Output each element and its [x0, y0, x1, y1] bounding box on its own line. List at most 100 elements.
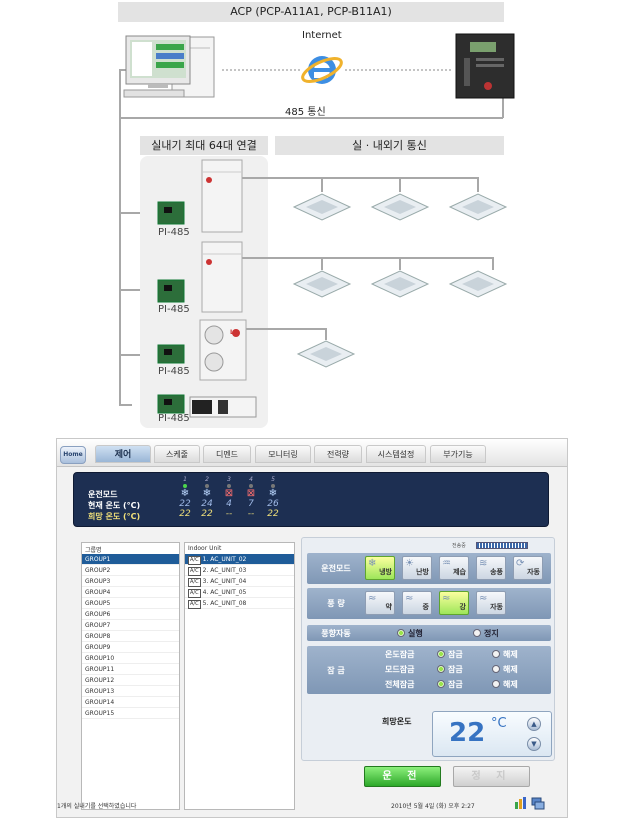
mode-button-label: 자동: [527, 568, 540, 576]
fan-wind-icon: ≈: [442, 593, 451, 604]
outdoor-unit-icon-2: [201, 241, 243, 313]
mode-button-heat[interactable]: ☀난방: [402, 556, 432, 580]
tab-control[interactable]: 제어: [95, 445, 151, 463]
indoor-cassette-icon-3: [448, 193, 508, 221]
tab-system-settings[interactable]: 시스템설정: [366, 445, 426, 463]
cool-mode-icon: ❄: [368, 558, 377, 569]
mode-button-fan[interactable]: ≋송풍: [476, 556, 506, 580]
group-row[interactable]: GROUP4: [82, 587, 179, 598]
temp-down-icon[interactable]: ▼: [527, 737, 541, 751]
lock-off-radio[interactable]: 해제: [492, 664, 518, 675]
fan-button-label: 자동: [490, 603, 503, 611]
power-indicator-icon: [205, 484, 209, 488]
swing-on-radio[interactable]: 실행: [397, 628, 423, 639]
fan-button-mid[interactable]: ≈중: [402, 591, 432, 615]
indoor-cassette-icon-6: [448, 270, 508, 298]
lock-on-radio[interactable]: 잠금: [437, 679, 463, 690]
auto-mode-icon: ⟳: [516, 558, 525, 569]
radio-indicator: [397, 629, 405, 637]
unit-number: 5: [271, 476, 275, 483]
group-row[interactable]: GROUP9: [82, 642, 179, 653]
group-row[interactable]: GROUP11: [82, 664, 179, 675]
mode-button-label: 난방: [416, 568, 429, 576]
tab-schedule[interactable]: 스케줄: [154, 445, 200, 463]
lock-on-radio[interactable]: 잠금: [437, 649, 463, 660]
pi485-label-2: PI-485: [158, 304, 190, 315]
outdoor-unit-fan-icon: [199, 319, 247, 381]
lock-on-label: 잠금: [448, 680, 463, 689]
pi485-board-icon-4: [157, 394, 185, 414]
cooling-snowflake-icon: ❄: [268, 488, 278, 499]
network-icon[interactable]: [531, 796, 545, 810]
home-button[interactable]: Home: [60, 446, 86, 464]
mode-button-auto[interactable]: ⟳자동: [513, 556, 543, 580]
unit-status-3: 3⊠4--: [221, 476, 237, 519]
lock-on-radio[interactable]: 잠금: [437, 664, 463, 675]
group-row[interactable]: GROUP12: [82, 675, 179, 686]
unit-row-label: 1. AC_UNIT_02: [202, 556, 247, 563]
send-progress: [476, 542, 528, 549]
unit-number: 3: [227, 476, 231, 483]
fan-button-high[interactable]: ≈강: [439, 591, 469, 615]
lock-off-radio[interactable]: 해제: [492, 649, 518, 660]
swing-off-radio[interactable]: 정지: [473, 628, 499, 639]
group-row[interactable]: GROUP6: [82, 609, 179, 620]
radio-indicator: [437, 665, 445, 673]
group-row[interactable]: GROUP7: [82, 620, 179, 631]
tab-extra[interactable]: 부가기능: [430, 445, 486, 463]
group-row[interactable]: GROUP8: [82, 631, 179, 642]
group-row[interactable]: GROUP1: [82, 554, 179, 565]
lock-label: 온도잠금: [385, 650, 415, 659]
group-row[interactable]: GROUP13: [82, 686, 179, 697]
mode-button-cool[interactable]: ❄냉방: [365, 556, 395, 580]
lock-off-radio[interactable]: 해제: [492, 679, 518, 690]
unit-row-label: 5. AC_UNIT_08: [202, 600, 247, 607]
current-temp: 26: [267, 499, 279, 509]
group-row[interactable]: GROUP15: [82, 708, 179, 719]
run-button[interactable]: 운 전: [364, 766, 441, 787]
wish-temp-unit: °C: [491, 716, 507, 731]
group-row[interactable]: GROUP2: [82, 565, 179, 576]
pi485-board-icon-1: [157, 201, 185, 225]
set-temp: 22: [179, 509, 191, 519]
mode-button-dry[interactable]: ♒제습: [439, 556, 469, 580]
current-temp: 24: [201, 499, 213, 509]
group-row[interactable]: GROUP5: [82, 598, 179, 609]
radio-indicator: [473, 629, 481, 637]
fan-button-auto[interactable]: ≈자동: [476, 591, 506, 615]
diagram-lines: [119, 33, 515, 428]
unit-number: 1: [183, 476, 187, 483]
pi485-board-icon-3: [157, 344, 185, 364]
temp-up-icon[interactable]: ▲: [527, 717, 541, 731]
current-temp: 7: [248, 499, 254, 509]
unit-row-label: 3. AC_UNIT_04: [202, 578, 247, 585]
chart-icon[interactable]: [514, 796, 528, 810]
pi485-label-1: PI-485: [158, 227, 190, 238]
group-row[interactable]: GROUP14: [82, 697, 179, 708]
tab-demand[interactable]: 디멘드: [203, 445, 251, 463]
fan-button-low[interactable]: ≈약: [365, 591, 395, 615]
tab-power[interactable]: 전력량: [314, 445, 362, 463]
group-row[interactable]: GROUP3: [82, 576, 179, 587]
fan-button-label: 약: [385, 603, 392, 611]
pipe-row-1: [242, 177, 479, 192]
stop-button[interactable]: 정 지: [453, 766, 530, 787]
indoor-outdoor-label: 실 · 내외기 통신: [275, 136, 504, 155]
pipe-row-2: [242, 257, 494, 270]
fan-row-label: 풍 량: [327, 599, 345, 608]
group-row[interactable]: GROUP10: [82, 653, 179, 664]
acp-title: ACP (PCP-A11A1, PCP-B11A1): [118, 2, 504, 22]
pi485-label-4: PI-485: [158, 413, 190, 424]
mode-row: 운전모드 ❄냉방☀난방♒제습≋송풍⟳자동: [307, 553, 551, 584]
power-indicator-icon: [183, 484, 187, 488]
tab-monitoring[interactable]: 모니터링: [255, 445, 311, 463]
indoor-cassette-icon-4: [292, 270, 352, 298]
